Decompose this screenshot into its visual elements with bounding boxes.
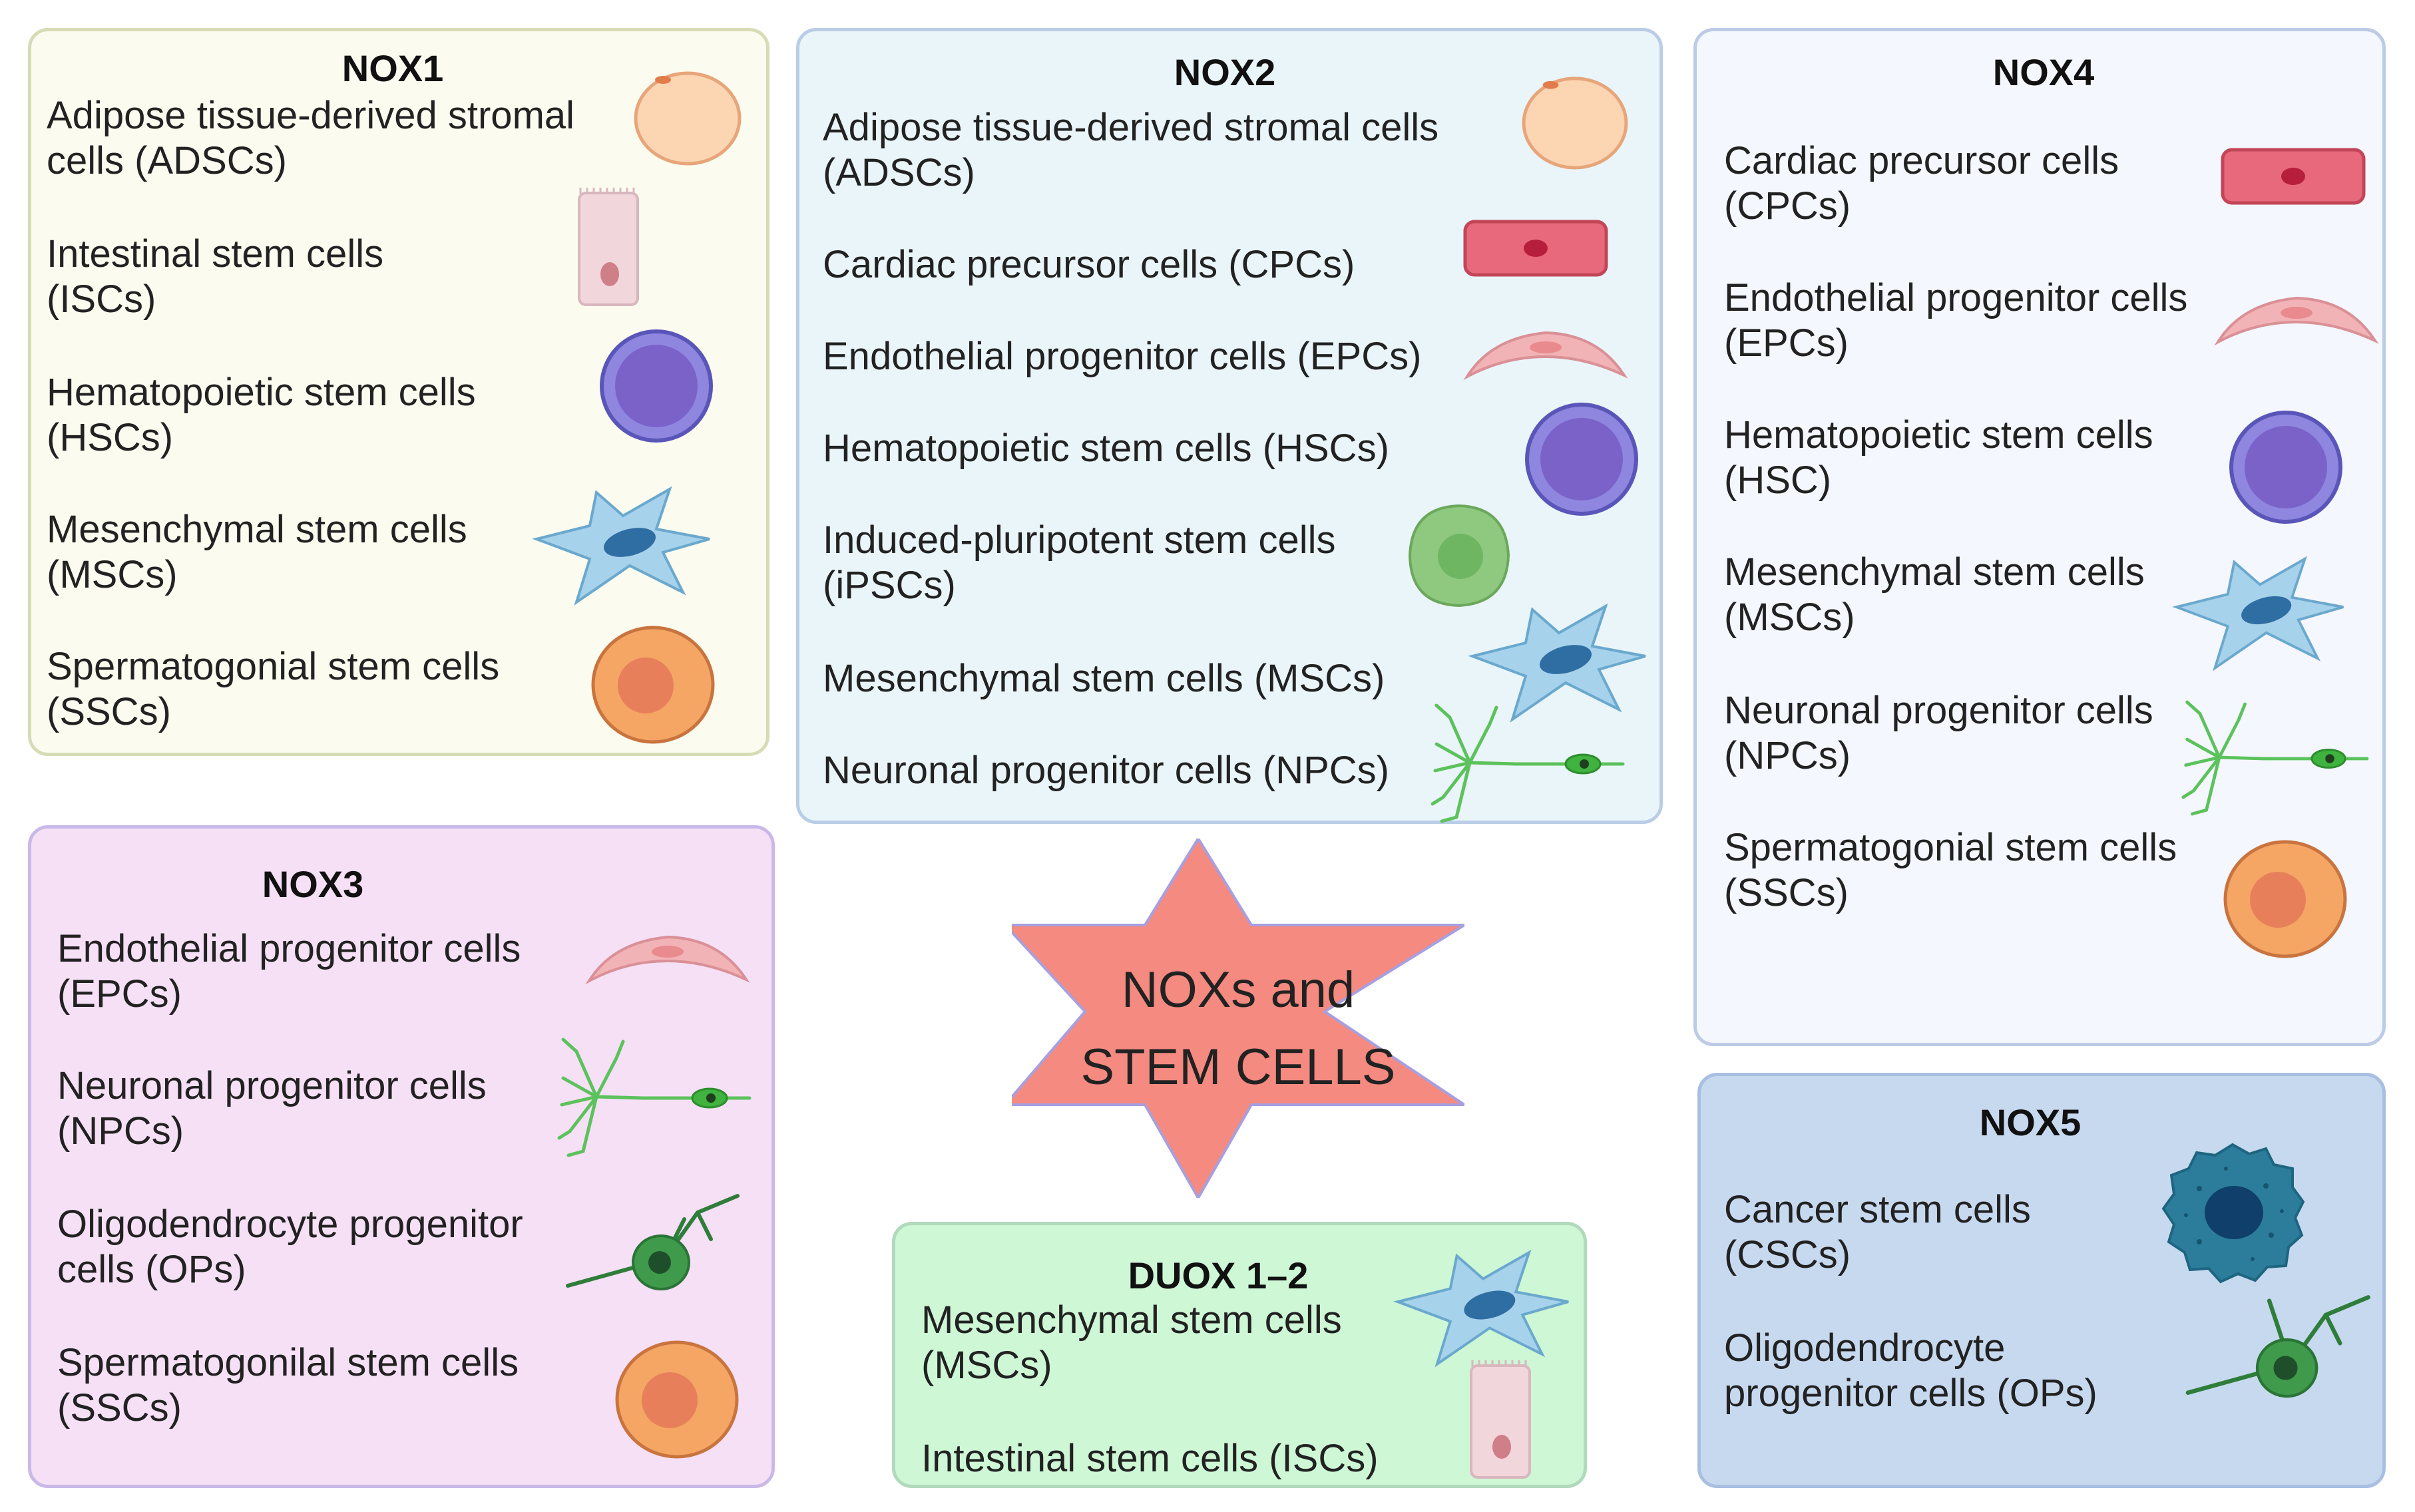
nox3-item-sscs: Spermatogonilal stem cells (SSCs) [57, 1341, 519, 1429]
ipsc-cell-icon [1406, 503, 1512, 610]
spermatogonial-cell-icon [2223, 840, 2347, 958]
hematopoietic-cell-icon [2229, 410, 2343, 524]
spermatogonial-cell-icon [615, 1340, 739, 1459]
nox1-title: NOX1 [341, 47, 444, 89]
nox3-item-npcs: Neuronal progenitor cells (NPCs) [57, 1064, 487, 1153]
mesenchymal-cell-icon [1466, 596, 1652, 723]
oligodendrocyte-cell-icon [564, 1193, 744, 1299]
cardiac-cell-icon [2221, 148, 2366, 205]
intestinal-cell-icon [1467, 1360, 1534, 1480]
neuron-cell-icon [2181, 699, 2369, 819]
nox5-title: NOX5 [1979, 1101, 2082, 1143]
nox1-item-mscs: Mesenchymal stem cells (MSCs) [47, 508, 467, 596]
nox2-item-cpcs: Cardiac precursor cells (CPCs) [823, 243, 1355, 286]
nox2-item-ipscs: Induced-pluripotent stem cells (iPSCs) [823, 518, 1336, 607]
nox5-item-ops: Oligodendrocyte progenitor cells (OPs) [1724, 1326, 2097, 1415]
nox2-panel [796, 28, 1663, 824]
nox4-item-mscs: Mesenchymal stem cells (MSCs) [1724, 550, 2145, 639]
oligodendrocyte-cell-icon [2183, 1294, 2376, 1407]
duox-title: DUOX 1–2 [1128, 1254, 1309, 1296]
nox3-item-ops: Oligodendrocyte progenitor cells (OPs) [57, 1203, 523, 1291]
nox2-item-npcs: Neuronal progenitor cells (NPCs) [823, 749, 1389, 792]
nox2-item-epcs: Endothelial progenitor cells (EPCs) [823, 335, 1422, 378]
nox2-item-mscs: Mesenchymal stem cells (MSCs) [823, 657, 1385, 700]
nox4-item-epcs: Endothelial progenitor cells (EPCs) [1724, 276, 2188, 365]
nox4-title: NOX4 [1992, 51, 2095, 93]
cancer-stem-cell-icon [2159, 1142, 2306, 1284]
nox2-title: NOX2 [1174, 51, 1276, 93]
nox3-item-epcs: Endothelial progenitor cells (EPCs) [57, 927, 521, 1016]
adipose-cell-icon [631, 67, 744, 166]
nox1-item-iscs: Intestinal stem cells (ISCs) [47, 232, 384, 321]
nox4-item-hsc: Hematopoietic stem cells (HSC) [1724, 413, 2153, 502]
intestinal-cell-icon [575, 188, 642, 307]
nox1-item-hscs: Hematopoietic stem cells (HSCs) [47, 371, 476, 459]
endothelial-cell-icon [2214, 293, 2379, 346]
nox2-item-hscs: Hematopoietic stem cells (HSCs) [823, 427, 1389, 470]
endothelial-cell-icon [585, 932, 750, 985]
mesenchymal-cell-icon [2170, 548, 2350, 672]
neuron-cell-icon [556, 1038, 752, 1158]
center-label: NOXs and STEM CELLS [1080, 962, 1396, 1095]
spermatogonial-cell-icon [591, 626, 715, 744]
neuron-cell-icon [1430, 703, 1625, 824]
nox4-item-npcs: Neuronal progenitor cells (NPCs) [1724, 689, 2153, 777]
adipose-cell-icon [1519, 72, 1631, 170]
mesenchymal-cell-icon [530, 479, 716, 606]
nox5-panel [1697, 1073, 2386, 1488]
nox1-item-sscs: Spermatogonial stem cells (SSCs) [47, 645, 500, 733]
duox-item-iscs: Intestinal stem cells (ISCs) [921, 1437, 1379, 1480]
nox1-item-adscs: Adipose tissue-derived stromal cells (AD… [47, 94, 575, 182]
nox2-item-adscs: Adipose tissue-derived stromal cells (AD… [823, 106, 1439, 194]
nox4-item-sscs: Spermatogonial stem cells (SSCs) [1724, 826, 2177, 914]
endothelial-cell-icon [1463, 327, 1628, 381]
duox-item-mscs: Mesenchymal stem cells (MSCs) [921, 1298, 1342, 1387]
hematopoietic-cell-icon [1524, 402, 1639, 516]
nox4-item-cpcs: Cardiac precursor cells (CPCs) [1724, 139, 2119, 228]
nox3-title: NOX3 [262, 863, 364, 905]
cardiac-cell-icon [1463, 220, 1608, 277]
nox5-item-cscs: Cancer stem cells (CSCs) [1724, 1188, 2031, 1276]
mesenchymal-cell-icon [1391, 1242, 1575, 1368]
hematopoietic-cell-icon [599, 329, 714, 443]
